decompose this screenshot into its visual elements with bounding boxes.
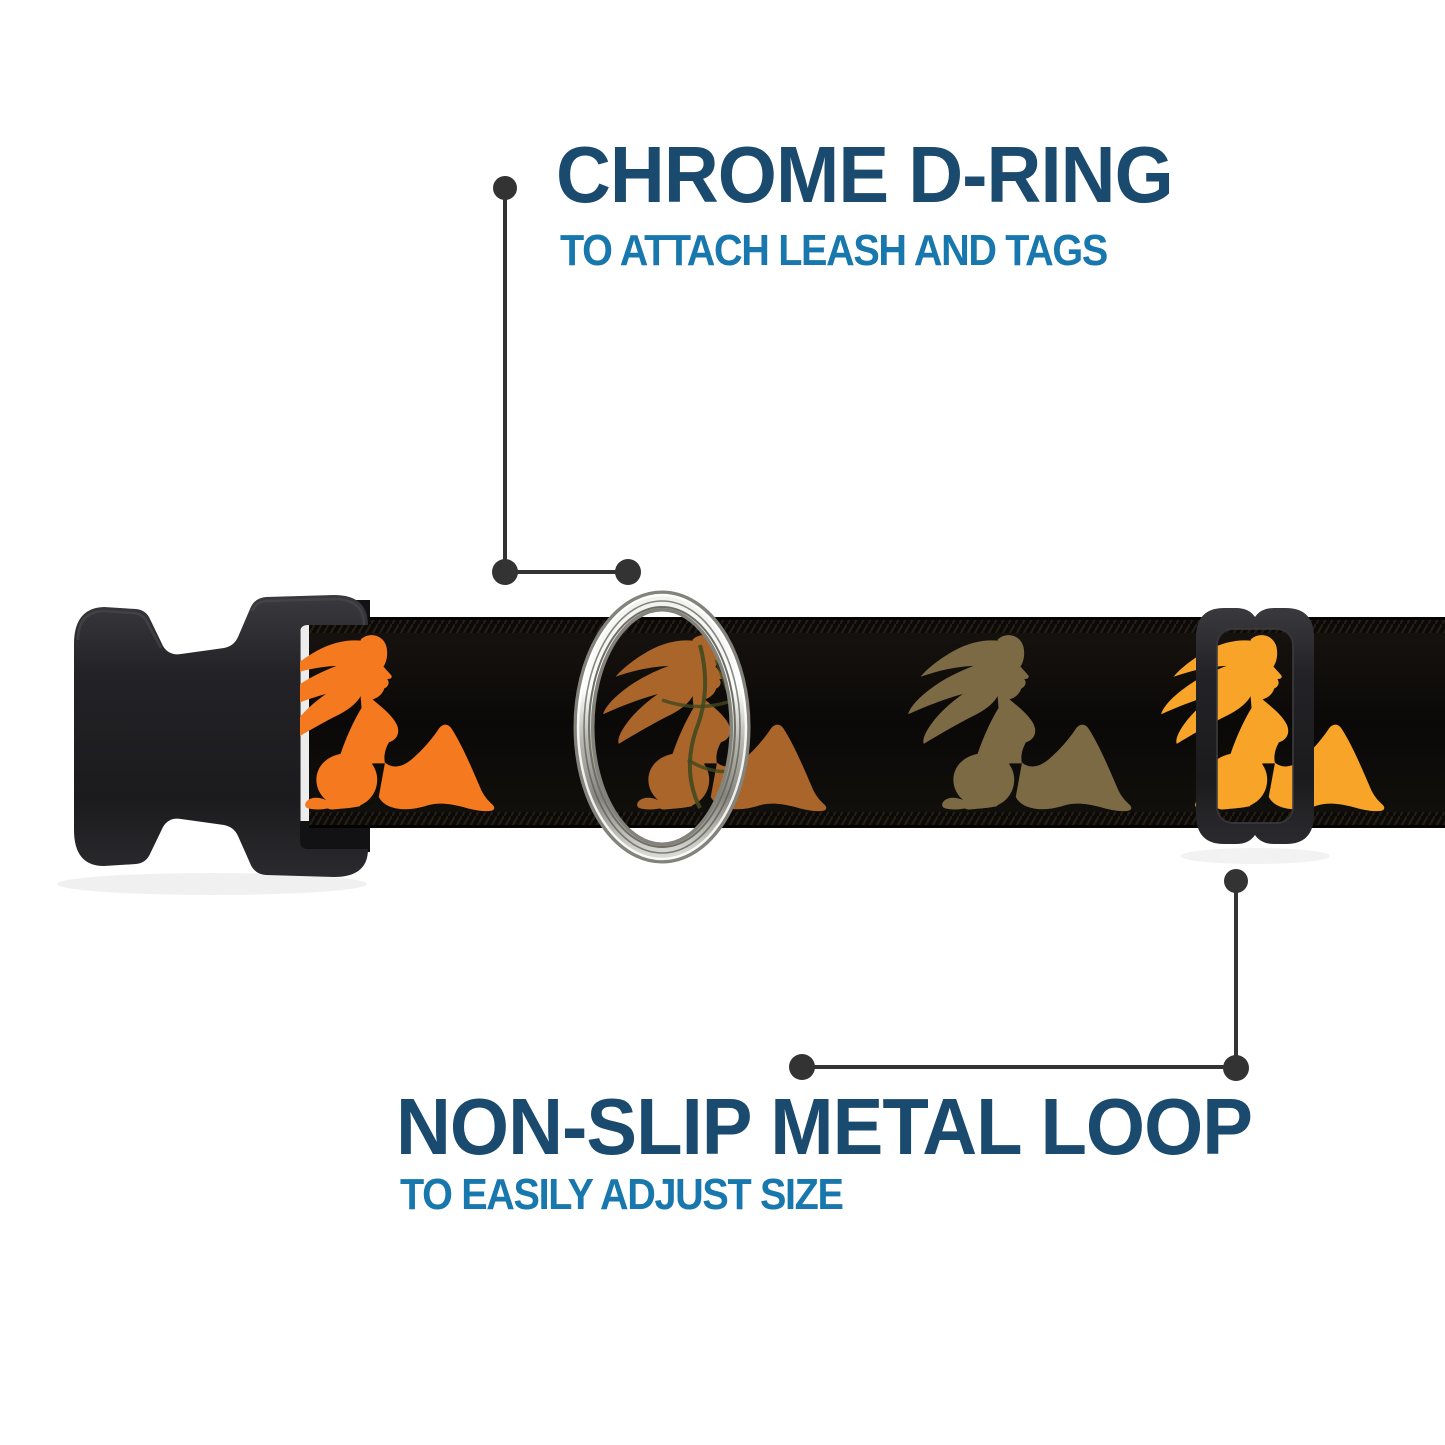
callout-line-vertical (1234, 881, 1238, 1068)
callout-line-horizontal (505, 570, 628, 574)
callout-dot (789, 1054, 815, 1080)
callout-dot (615, 559, 641, 585)
side-release-buckle (74, 595, 368, 877)
metal-loop-title: NON-SLIP METAL LOOP (396, 1082, 1253, 1171)
metal-loop-subtitle: TO EASILY ADJUST SIZE (400, 1170, 844, 1219)
slider-shadow (1180, 848, 1330, 864)
callout-line-vertical (503, 188, 507, 572)
d-ring-subtitle: TO ATTACH LEASH AND TAGS (560, 226, 1108, 275)
d-ring-title: CHROME D-RING (556, 130, 1174, 219)
buckle-shadow (57, 873, 367, 895)
tri-glide-slider (1196, 608, 1314, 844)
callout-line-horizontal (802, 1065, 1236, 1069)
chrome-d-ring (573, 590, 751, 864)
